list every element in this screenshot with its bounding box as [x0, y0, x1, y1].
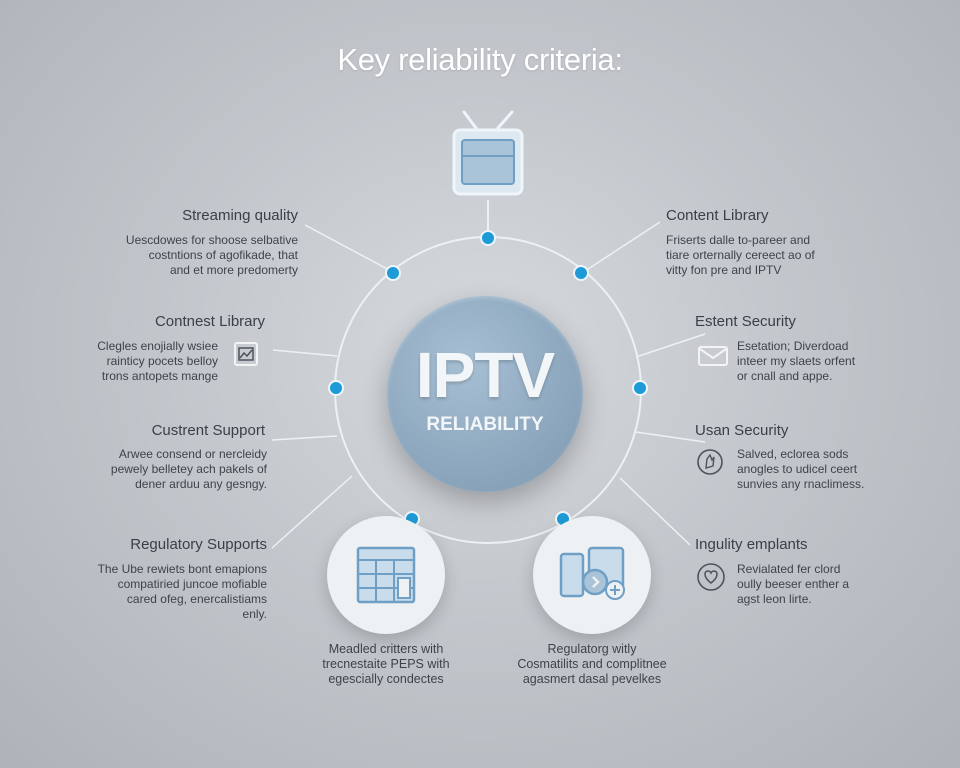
node-dot: [385, 265, 401, 281]
hub-circle: IPTV RELIABILITY: [387, 296, 583, 492]
devices-icon: [559, 546, 625, 600]
heart-badge-icon: [697, 563, 725, 591]
envelope-icon: [698, 346, 728, 366]
feature-title: Streaming quality: [182, 207, 298, 224]
feature-title: Regulatory Supports: [130, 536, 267, 553]
connector-left-2: [272, 349, 338, 357]
bottom-right-node: [533, 516, 651, 634]
node-dot: [328, 380, 344, 396]
page-title: Key reliability criteria:: [337, 42, 623, 77]
connector-left-1: [304, 224, 394, 273]
browser-window-icon: [234, 342, 258, 366]
hub-title: IPTV: [415, 339, 555, 411]
connector-left-4: [271, 475, 353, 549]
feature-title: Estent Security: [695, 313, 796, 330]
tv-icon: [452, 110, 524, 196]
building-grid-icon: [356, 546, 416, 604]
feature-title: Usan Security: [695, 422, 789, 439]
hand-shield-icon: [697, 449, 723, 475]
feature-title: Content Library: [666, 207, 769, 224]
connector-right-3: [635, 431, 706, 443]
node-dot: [480, 230, 496, 246]
feature-title: Custrent Support: [151, 422, 265, 439]
feature-title: Contnest Library: [154, 313, 265, 330]
bottom-left-node: [327, 516, 445, 634]
connector-right-1: [581, 221, 661, 274]
connector-right-2: [635, 333, 706, 358]
connector-left-3: [271, 435, 338, 441]
connector-right-4: [619, 477, 691, 546]
node-dot: [573, 265, 589, 281]
hub-subtitle: RELIABILITY: [426, 414, 544, 435]
feature-title: Ingulity emplants: [695, 536, 808, 553]
node-dot: [632, 380, 648, 396]
